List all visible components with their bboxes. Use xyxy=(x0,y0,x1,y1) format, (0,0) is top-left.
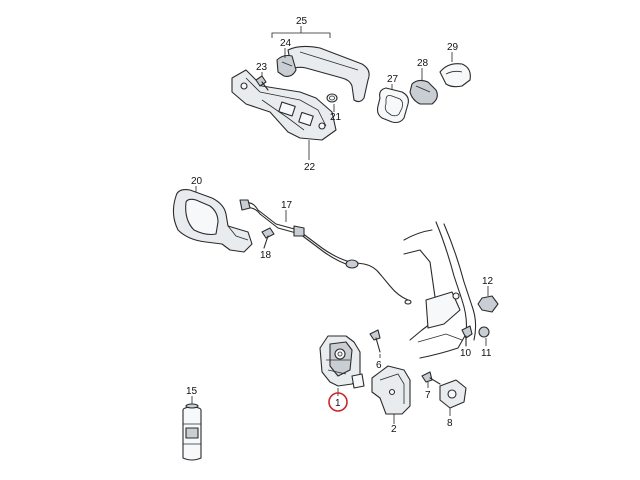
label-12: 12 xyxy=(482,276,494,287)
label-2: 2 xyxy=(391,424,397,435)
label-15: 15 xyxy=(186,386,198,397)
label-20: 20 xyxy=(191,176,203,187)
bolt-10 xyxy=(461,325,473,347)
label-24: 24 xyxy=(280,38,292,49)
grease-can-15 xyxy=(182,396,202,461)
outer-door-handle xyxy=(287,45,370,103)
inner-handle-assembly xyxy=(172,186,412,305)
lock-cylinder-cap-28 xyxy=(409,79,438,105)
gasket-27 xyxy=(376,87,409,124)
door-frame xyxy=(403,221,477,359)
label-8: 8 xyxy=(447,418,453,429)
screw-6 xyxy=(369,329,381,358)
label-11: 11 xyxy=(481,348,492,359)
label-17: 17 xyxy=(281,200,293,211)
bracket-2 xyxy=(371,365,411,424)
label-23: 23 xyxy=(256,62,268,73)
callout-labels: 25 24 23 21 22 27 28 29 20 17 18 12 11 1… xyxy=(186,16,494,435)
label-27: 27 xyxy=(387,74,399,85)
label-6: 6 xyxy=(376,360,382,371)
outer-handle-assembly xyxy=(231,26,471,160)
label-29: 29 xyxy=(447,42,459,53)
nut-12 xyxy=(477,286,499,313)
cover-cap-29 xyxy=(439,63,471,88)
handle-cap-24 xyxy=(276,54,297,77)
label-22: 22 xyxy=(304,162,316,173)
highlight-ring xyxy=(328,392,348,412)
label-25: 25 xyxy=(296,16,308,27)
door-lock-mechanism-1 xyxy=(319,335,365,396)
screw-18 xyxy=(261,227,275,249)
screw-7 xyxy=(421,371,441,388)
label-7: 7 xyxy=(425,390,431,401)
label-1: 1 xyxy=(335,398,341,409)
screw-23 xyxy=(255,75,269,91)
clip-21 xyxy=(326,93,338,103)
label-10: 10 xyxy=(460,348,472,359)
label-28: 28 xyxy=(417,58,429,69)
striker-8 xyxy=(439,379,467,416)
label-18: 18 xyxy=(260,250,272,261)
label-21: 21 xyxy=(330,112,342,123)
grommet-11 xyxy=(478,326,490,346)
